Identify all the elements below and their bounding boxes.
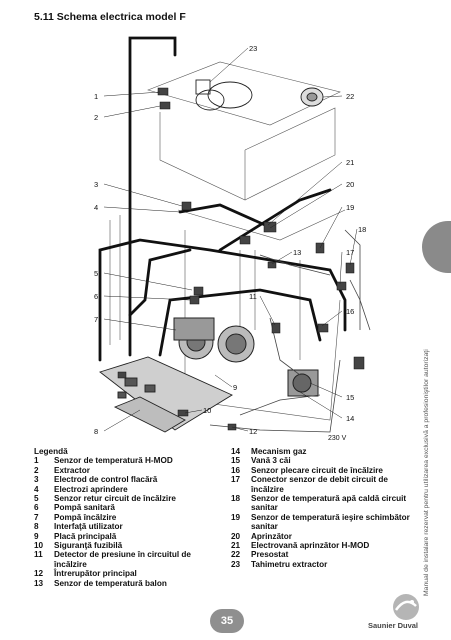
brand-name: Saunier Duval — [368, 621, 419, 630]
callout-22: 22 — [346, 92, 354, 101]
wiring-diagram: 1 2 3 4 5 6 7 8 9 10 11 12 13 14 15 16 1… — [94, 36, 371, 442]
callout-3: 3 — [94, 180, 98, 189]
side-note: Manual de instalare rezervat pentru util… — [423, 349, 430, 596]
callout-9: 9 — [233, 383, 237, 392]
appliance-outline — [109, 61, 346, 421]
callout-5: 5 — [94, 269, 98, 278]
wiring-harness — [98, 36, 347, 362]
leader-lines — [103, 47, 358, 432]
callout-8: 8 — [94, 427, 98, 436]
callout-11: 11 — [249, 292, 257, 301]
callout-17: 17 — [346, 248, 354, 257]
pressostat — [300, 87, 324, 107]
callout-19: 19 — [346, 203, 354, 212]
callout-6: 6 — [94, 292, 98, 301]
brand-logo-icon — [393, 594, 419, 620]
callout-2: 2 — [94, 113, 98, 122]
callout-18: 18 — [358, 225, 366, 234]
page-number: 35 — [210, 609, 244, 633]
callout-20: 20 — [346, 180, 354, 189]
connectors — [117, 87, 365, 431]
callout-7: 7 — [94, 315, 98, 324]
callout-10: 10 — [203, 406, 211, 415]
callout-1: 1 — [94, 92, 98, 101]
legend-title: Legendă — [34, 447, 68, 456]
callout-4: 4 — [94, 203, 98, 212]
callout-labels: 1 2 3 4 5 6 7 8 9 10 11 12 13 14 15 16 1… — [94, 44, 366, 442]
callout-13: 13 — [293, 248, 301, 257]
control-board — [99, 356, 233, 433]
callout-21: 21 — [346, 158, 354, 167]
callout-23: 23 — [249, 44, 257, 53]
callout-15: 15 — [346, 393, 354, 402]
pump-assembly — [173, 317, 319, 397]
extractor-fan — [195, 79, 253, 111]
callout-16: 16 — [346, 307, 354, 316]
callout-12: 12 — [249, 427, 257, 436]
section-heading: 5.11 Schema electrica model F — [34, 11, 186, 23]
callout-14: 14 — [346, 414, 354, 423]
voltage-label: 230 V — [328, 435, 347, 442]
